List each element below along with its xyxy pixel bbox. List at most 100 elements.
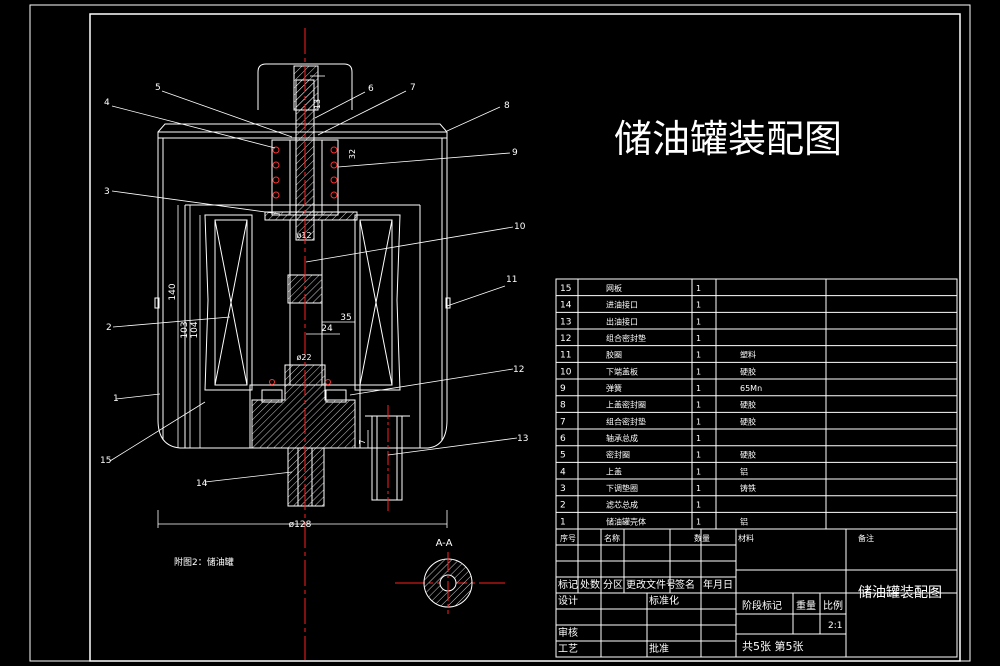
- tb-design: 设计: [558, 594, 578, 607]
- tb-date: 年月日: [703, 578, 733, 591]
- bom-qty: 1: [696, 301, 701, 310]
- dim-d7: 7: [358, 439, 367, 444]
- tb-scale: 2:1: [828, 621, 842, 631]
- bom-material: 铝: [740, 466, 748, 476]
- bom-material: 硬胶: [740, 366, 756, 376]
- balloon-5: 5: [155, 83, 161, 93]
- dim-d12: ø12: [296, 231, 311, 240]
- figure-note: 附图2：储油罐: [174, 556, 234, 568]
- bom-material: 塑料: [740, 350, 756, 360]
- bom-no: 14: [560, 301, 572, 311]
- bom-name: 进油接口: [606, 300, 638, 310]
- bom-qty: 1: [696, 284, 701, 293]
- dim-h103: 103: [180, 321, 190, 338]
- balloon-3: 3: [104, 187, 110, 197]
- bom-qty: 1: [696, 434, 701, 443]
- tb-sign: 签名: [675, 578, 695, 591]
- bom-name: 网板: [606, 283, 622, 293]
- bom-name: 储油罐壳体: [606, 516, 646, 526]
- bom-header-no: 序号: [560, 533, 576, 543]
- bom-no: 4: [560, 467, 566, 477]
- tb-review: 审核: [558, 626, 578, 639]
- bom-qty: 1: [696, 317, 701, 326]
- balloon-labels: 1 2 3 4 5 6 7 8 9 10 11 12 13 14 15: [100, 83, 528, 489]
- dim-h104: 104: [190, 321, 200, 338]
- leader-lines: [109, 90, 518, 483]
- tb-approve: 批准: [649, 642, 669, 655]
- balloon-4: 4: [104, 98, 110, 108]
- outer-border: [29, 4, 971, 662]
- bom-qty: 1: [696, 451, 701, 460]
- title-block: [555, 528, 958, 658]
- bom-name: 弹簧: [606, 383, 622, 393]
- bom-name: 胶圈: [606, 350, 622, 360]
- tb-count: 处数: [580, 578, 600, 591]
- dim-d22: ø22: [296, 353, 311, 362]
- bom-name: 组合密封垫: [606, 333, 646, 343]
- dim-h140: 140: [168, 283, 178, 300]
- bom-no: 11: [560, 351, 571, 361]
- tb-zone: 分区: [603, 579, 623, 591]
- bom-qty: 1: [696, 351, 701, 360]
- bom-name: 滤芯总成: [606, 500, 638, 510]
- bom-qty: 1: [696, 367, 701, 376]
- dim-d13: 13: [313, 99, 322, 109]
- dim-w24: 24: [321, 324, 333, 334]
- centerlines: [304, 28, 505, 660]
- balloon-1: 1: [113, 394, 119, 404]
- bom-name: 组合密封垫: [606, 416, 646, 426]
- bom-header-material: 材料: [738, 533, 754, 543]
- balloon-8: 8: [504, 101, 510, 111]
- tb-process: 工艺: [558, 643, 578, 655]
- bom-no: 5: [560, 451, 566, 461]
- bom-no: 9: [560, 384, 566, 394]
- tb-sheet-info: 共5张 第5张: [742, 639, 804, 653]
- bom-material: 铸铁: [740, 483, 756, 493]
- bom-no: 8: [560, 401, 566, 411]
- balloon-2: 2: [106, 323, 112, 333]
- tb-stage-mark: 阶段标记: [742, 599, 782, 612]
- bom-name: 下端盖板: [606, 366, 638, 376]
- section-aa: A-A: [423, 538, 473, 614]
- bom-no: 6: [560, 434, 566, 444]
- bom-material: 硬胶: [740, 416, 756, 426]
- bom-no: 13: [560, 317, 571, 327]
- bom-qty: 1: [696, 467, 701, 476]
- bom-qty: 1: [696, 517, 701, 526]
- bom-no: 15: [560, 284, 571, 294]
- inner-border: [89, 13, 961, 662]
- tb-standardize: 标准化: [649, 594, 679, 607]
- bom-material: 65Mn: [740, 384, 762, 393]
- bom-qty: 1: [696, 401, 701, 410]
- bom-no: 12: [560, 334, 571, 344]
- bom-qty: 1: [696, 501, 701, 510]
- balloon-14: 14: [196, 479, 208, 489]
- balloon-9: 9: [512, 148, 518, 158]
- bom-no: 10: [560, 367, 572, 377]
- balloon-15: 15: [100, 456, 111, 466]
- bom-qty: 1: [696, 484, 701, 493]
- bom-name: 上盖密封圈: [606, 400, 646, 410]
- dim-d128: ø128: [289, 520, 312, 530]
- bom-qty: 1: [696, 384, 701, 393]
- bom-material: 铝: [740, 516, 748, 526]
- tb-change-doc: 更改文件号: [626, 578, 676, 591]
- bom-material: 硬胶: [740, 450, 756, 460]
- bom-no: 1: [560, 517, 566, 527]
- section-label: A-A: [436, 538, 453, 549]
- title-block-text: 标记 处数 分区 更改文件号 签名 年月日 设计 标准化 审核 工艺 批准 阶段…: [558, 578, 942, 655]
- balloon-10: 10: [514, 222, 526, 232]
- bom-name: 下调垫圈: [606, 483, 638, 493]
- balloon-7: 7: [410, 83, 416, 93]
- tb-ratio: 比例: [823, 599, 843, 612]
- tb-mark: 标记: [558, 579, 578, 591]
- dimension-lines: [157, 75, 448, 528]
- bom-name: 上盖: [606, 466, 622, 476]
- spring: [269, 146, 338, 385]
- dim-d32: 32: [348, 149, 357, 159]
- tb-weight: 重量: [796, 599, 816, 612]
- tank-body: [154, 63, 451, 507]
- bom-table: [555, 278, 958, 530]
